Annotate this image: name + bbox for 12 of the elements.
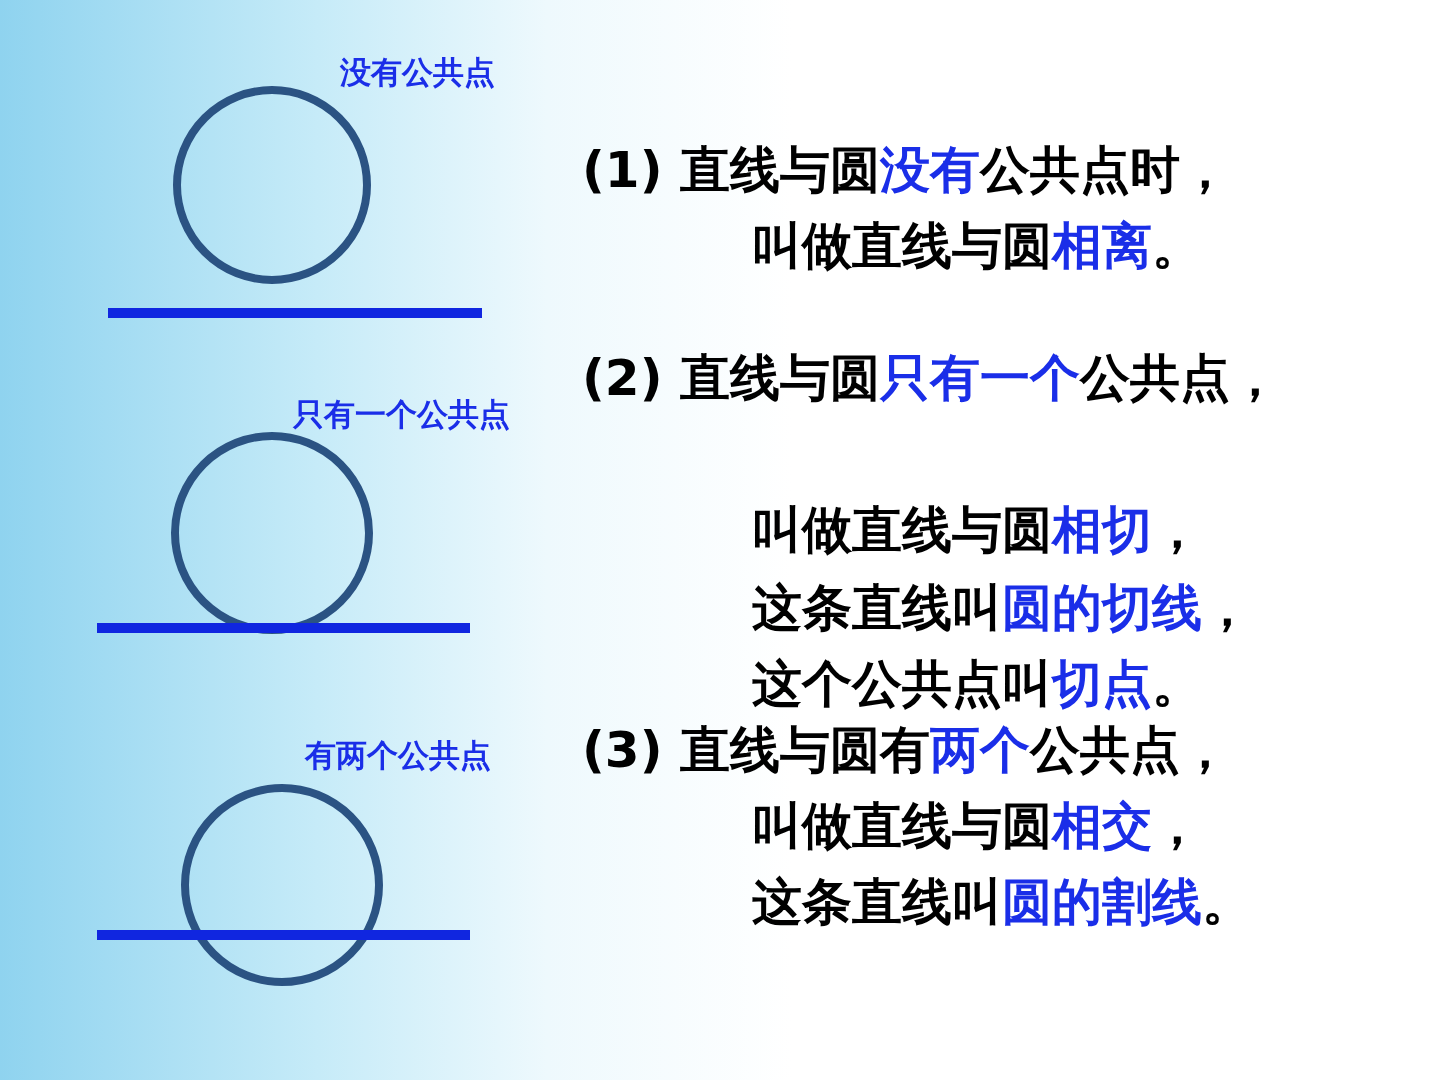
definition-text: (1) 直线与圆没有公共点时， [582,140,1230,201]
definition-text: 这条直线叫圆的割线。 [752,872,1252,933]
caption-text: 没有公共点 [340,53,495,92]
definition-text: (2) 直线与圆只有一个公共点， [582,348,1281,409]
definition-text: (3) 直线与圆有两个公共点， [582,720,1230,781]
definition-text: 这个公共点叫切点。 [752,654,1202,715]
definition-text: 这条直线叫圆的切线， [752,578,1252,639]
definition-text: 叫做直线与圆相离。 [752,216,1202,277]
caption-text: 只有一个公共点 [293,395,510,434]
definition-text: 叫做直线与圆相交， [752,796,1202,857]
definition-text: 叫做直线与圆相切， [752,500,1202,561]
caption-text: 有两个公共点 [305,736,491,775]
